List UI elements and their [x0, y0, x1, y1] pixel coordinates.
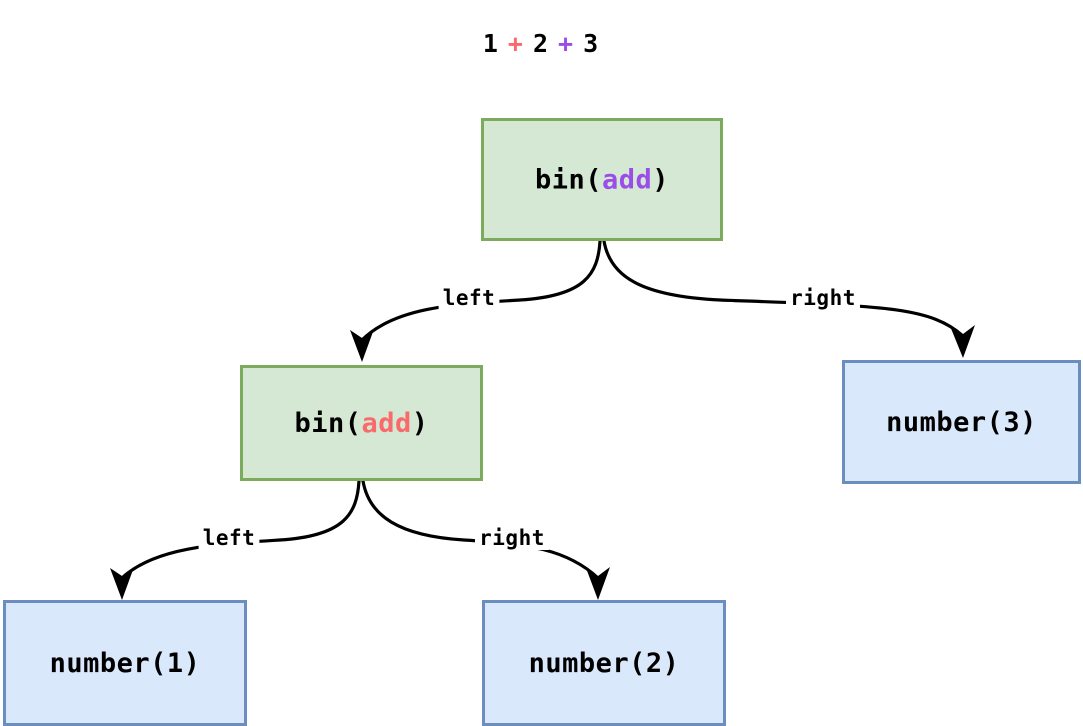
edge-curve: [360, 239, 602, 342]
edge-curve: [120, 479, 361, 580]
edge-layer: left right left right: [110, 239, 975, 600]
node-label-operator: add: [361, 408, 411, 439]
node-layer: bin(add)bin(add)number(3)number(1)number…: [3, 118, 1081, 726]
edge-label-backdrop: [475, 528, 549, 550]
node-label-prefix: number(1): [50, 648, 201, 679]
node-number-3[interactable]: number(3): [842, 360, 1081, 484]
arrowhead-icon: [350, 329, 374, 362]
edge-curve: [602, 239, 965, 338]
arrowhead-icon: [110, 567, 134, 600]
expression-token-3: +: [558, 29, 574, 58]
node-label-prefix: number(3): [886, 407, 1037, 438]
expression-token-0: 1: [483, 29, 499, 58]
node-box[interactable]: [842, 360, 1081, 484]
edge-left-bin-to-number-2: right: [361, 479, 610, 600]
node-label-suffix: ): [412, 408, 429, 439]
node-bin-add-root[interactable]: bin(add): [481, 118, 723, 241]
edge-label: right: [479, 526, 545, 550]
edge-label-backdrop: [198, 528, 260, 550]
expression-title: 1 +2 +3: [483, 29, 599, 58]
expression-token-1: +: [508, 29, 524, 58]
edge-label-backdrop: [438, 288, 500, 310]
expression-text: 1 +2 +3: [483, 29, 599, 58]
node-box[interactable]: [482, 600, 726, 726]
node-label: number(1): [50, 648, 201, 679]
edge-left-bin-to-number-1: left: [110, 479, 361, 600]
node-label: bin(add): [294, 408, 428, 439]
node-label-prefix: bin(: [535, 165, 602, 196]
node-number-1[interactable]: number(1): [3, 600, 247, 726]
node-label: bin(add): [535, 165, 669, 196]
node-box[interactable]: [481, 118, 723, 241]
node-label-suffix: ): [652, 165, 669, 196]
edge-label-backdrop: [786, 288, 860, 310]
node-label: number(2): [529, 648, 680, 679]
node-label-prefix: number(2): [529, 648, 680, 679]
expression-token-4: 3: [583, 29, 599, 58]
edge-root-to-number-3: right: [602, 239, 975, 358]
arrowhead-icon: [950, 325, 975, 358]
node-label-operator: add: [602, 165, 652, 196]
node-box[interactable]: [3, 600, 247, 726]
edge-label: right: [790, 286, 856, 310]
edge-label: left: [443, 286, 496, 310]
edge-curve: [361, 479, 600, 580]
node-bin-add-left[interactable]: bin(add): [240, 365, 483, 481]
expression-token-2: 2: [533, 29, 549, 58]
node-label-prefix: bin(: [294, 408, 361, 439]
edge-label: left: [203, 526, 256, 550]
edge-root-to-left-bin: left: [350, 239, 602, 362]
node-number-2[interactable]: number(2): [482, 600, 726, 726]
arrowhead-icon: [586, 567, 610, 600]
node-label: number(3): [886, 407, 1037, 438]
node-box[interactable]: [240, 365, 483, 481]
